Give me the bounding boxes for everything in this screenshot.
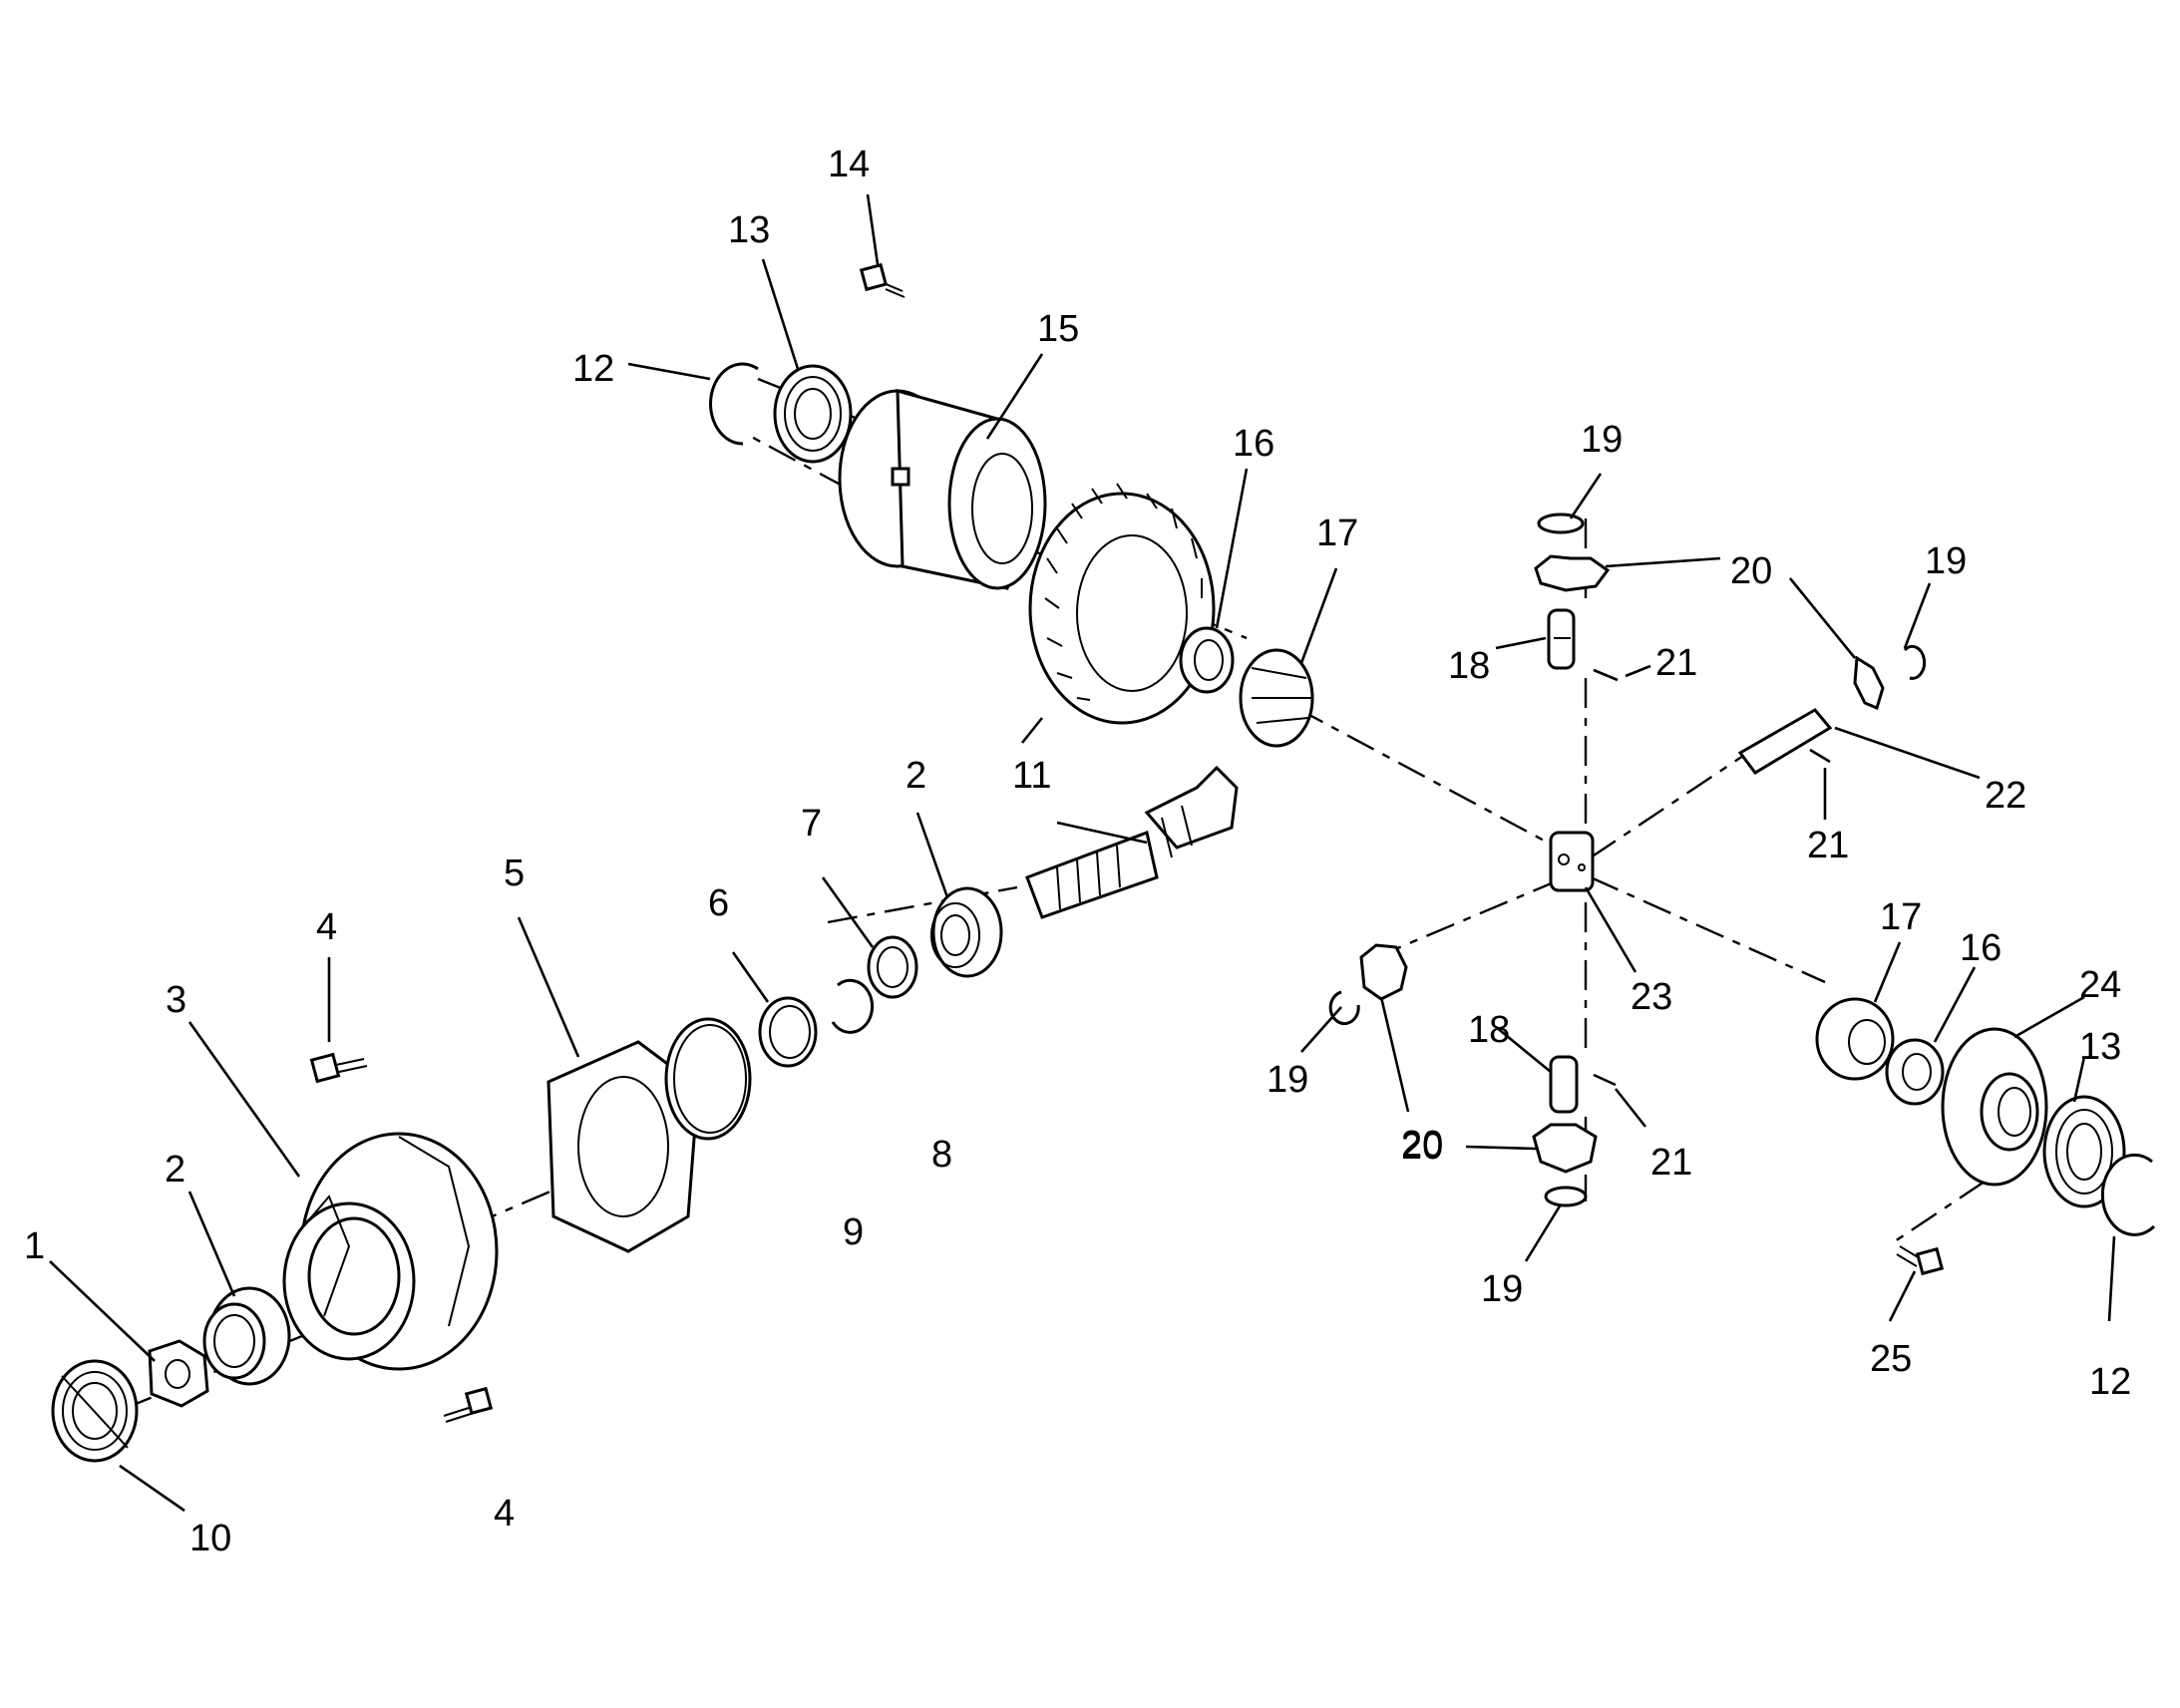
callout-21-top: 21 [1655, 642, 1697, 684]
callout-8: 8 [931, 1134, 952, 1176]
callout-20-left: 20 [1401, 1124, 1443, 1166]
callout-11: 11 [1012, 755, 1051, 797]
bearing-2-lower [202, 1286, 291, 1386]
snap-ring-8 [831, 978, 874, 1034]
bearing-10 [51, 1359, 139, 1463]
callout-18-top: 18 [1448, 645, 1490, 687]
flange-housing-3 [282, 1132, 499, 1371]
bearing-2-upper [930, 886, 1003, 978]
callout-14: 14 [828, 144, 870, 185]
callout-12-lower: 12 [2089, 1361, 2131, 1403]
callout-19-top: 19 [1581, 419, 1623, 461]
snap-ring-12-lower [2100, 1153, 2156, 1236]
seal-6 [758, 996, 818, 1068]
roll-pin-21-bottom [1593, 1073, 1617, 1087]
pin-18-top [1547, 608, 1576, 670]
callout-16-lower: 16 [1960, 927, 2001, 969]
callout-6: 6 [708, 882, 729, 924]
callout-7: 7 [801, 803, 822, 845]
pinion-shaft-11 [1025, 765, 1239, 919]
roll-pin-21-right [1809, 748, 1831, 764]
callout-25: 25 [1870, 1338, 1912, 1380]
side-gear-17-lower [1815, 997, 1895, 1081]
thrust-washer-19-bottom [1544, 1186, 1588, 1207]
ring-gear-11 [1028, 483, 1216, 725]
callout-2-lower: 2 [165, 1149, 185, 1191]
nut-1 [148, 1339, 209, 1408]
callout-13-lower: 13 [2079, 1026, 2121, 1068]
callout-3: 3 [166, 979, 186, 1021]
cross-block-23 [1549, 831, 1595, 892]
pinion-gear-20-right [1853, 655, 1885, 711]
callout-20-bottom: 20 [1401, 1126, 1443, 1168]
callout-19-bottom: 19 [1481, 1268, 1523, 1310]
pin-18-bottom [1549, 1055, 1579, 1114]
gasket-5 [546, 1040, 700, 1253]
bearing-13-upper [773, 364, 853, 464]
leader-lines [49, 193, 2116, 1513]
callout-17-lower: 17 [1880, 896, 1922, 938]
bolt-4-lower [443, 1386, 494, 1423]
pinion-gear-20-top [1534, 554, 1611, 592]
bolt-14 [859, 262, 906, 298]
callout-19-left: 19 [1267, 1059, 1308, 1101]
callout-16-upper: 16 [1233, 423, 1274, 465]
callout-23: 23 [1631, 976, 1672, 1018]
spacer-7 [867, 935, 918, 999]
cross-shaft-22 [1737, 708, 1833, 775]
callout-15: 15 [1037, 308, 1079, 350]
callout-2-upper: 2 [906, 755, 926, 797]
callout-4-upper: 4 [316, 906, 337, 948]
callout-22: 22 [1985, 775, 2026, 817]
thrust-washer-19-left [1328, 990, 1360, 1026]
callout-21-right: 21 [1807, 825, 1849, 866]
callout-1: 1 [24, 1225, 45, 1267]
snap-ring-12-upper [709, 362, 759, 446]
callout-21-bottom: 21 [1650, 1142, 1692, 1184]
callouts: 1 2 3 4 4 5 6 7 8 9 10 2 11 12 13 14 15 … [24, 144, 2131, 1559]
callout-17-upper: 17 [1316, 512, 1358, 554]
callout-24: 24 [2079, 964, 2121, 1006]
callout-19-right: 19 [1925, 540, 1967, 582]
pinion-gear-20-bottom [1532, 1123, 1598, 1174]
bolt-4-upper [309, 1052, 368, 1084]
thrust-washer-16-upper [1179, 626, 1235, 694]
callout-4-lower: 4 [494, 1493, 515, 1535]
bolt-25 [1896, 1245, 1945, 1276]
pinion-gear-20-left [1359, 943, 1408, 1001]
case-cover-24 [1941, 1027, 2048, 1187]
callout-5: 5 [504, 853, 525, 894]
thrust-washer-19-right [1903, 644, 1927, 680]
thrust-washer-19-top [1537, 512, 1585, 534]
callout-10: 10 [189, 1518, 231, 1559]
roll-pin-21-top [1593, 668, 1619, 682]
callout-12-upper: 12 [572, 348, 614, 390]
thrust-washer-16-lower [1885, 1038, 1945, 1106]
differential-case-15 [838, 389, 1047, 590]
callout-18-bottom: 18 [1468, 1009, 1510, 1051]
side-gear-17-upper [1239, 648, 1314, 748]
callout-13-upper: 13 [728, 209, 770, 251]
callout-20-top: 20 [1730, 550, 1772, 592]
callout-9: 9 [843, 1211, 864, 1253]
o-ring-9 [664, 1017, 752, 1141]
